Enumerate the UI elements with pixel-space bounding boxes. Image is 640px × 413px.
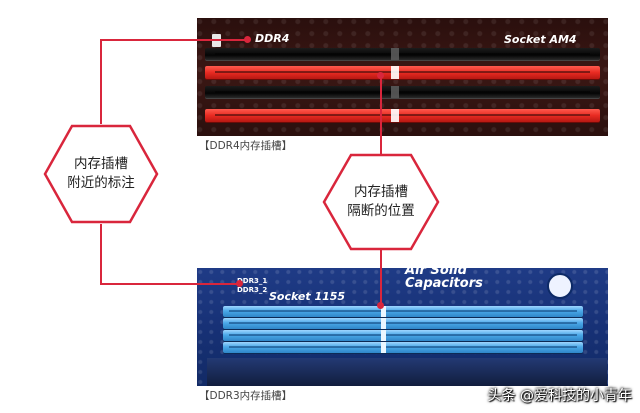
watermark: 头条 @爱科技的小青年 <box>488 385 632 405</box>
callout-dot-ddr3 <box>236 280 243 287</box>
callout-left-line2: 附近的标注 <box>43 174 159 193</box>
ddr4-motherboard-photo: DDR4 Socket AM4 <box>197 18 608 136</box>
callout-line-top <box>100 39 249 41</box>
pb-free-icon <box>547 273 573 299</box>
callout-line-right-upper <box>380 75 382 154</box>
callout-hexagon-left: 内存插槽 附近的标注 <box>43 124 159 224</box>
callout-left-line1: 内存插槽 <box>43 155 159 174</box>
capacitors-label: Capacitors <box>405 276 483 291</box>
ddr3-motherboard-photo: Air Solid Capacitors Socket 1155 DDR3_1 … <box>197 268 608 386</box>
ddr4-caption: 【DDR4内存插槽】 <box>199 138 292 153</box>
callout-dot-ddr3-notch <box>377 302 384 309</box>
slot-clip <box>212 34 221 47</box>
ddr3-caption: 【DDR3内存插槽】 <box>199 388 292 403</box>
callout-line-bottom <box>100 283 240 285</box>
ddr4-slot-black-1 <box>205 48 600 60</box>
socket-1155-label: Socket 1155 <box>269 290 345 303</box>
ddr3-slot-2-label: DDR3_2 <box>237 286 267 294</box>
ddr3-slot-blue-4 <box>223 342 583 353</box>
ddr4-slot-red-2 <box>205 109 600 122</box>
ddr4-slot-black-2 <box>205 86 600 98</box>
callout-line-right-lower <box>380 250 382 306</box>
callout-dot-ddr4 <box>244 36 251 43</box>
callout-right-line2: 隔断的位置 <box>322 202 440 221</box>
callout-right-line1: 内存插槽 <box>322 183 440 202</box>
callout-dot-ddr4-notch <box>377 72 384 79</box>
ddr3-slot-blue-2 <box>223 318 583 329</box>
ddr3-slot-blue-1 <box>223 306 583 317</box>
socket-am4-label: Socket AM4 <box>504 33 577 46</box>
callout-hexagon-right: 内存插槽 隔断的位置 <box>322 153 440 251</box>
ddr3-slot-blue-3 <box>223 330 583 341</box>
board-components <box>207 358 607 386</box>
ddr4-board-label: DDR4 <box>255 32 289 45</box>
callout-line-left-upper <box>100 39 102 124</box>
ddr4-slot-red-1 <box>205 66 600 79</box>
callout-line-left-lower <box>100 224 102 284</box>
